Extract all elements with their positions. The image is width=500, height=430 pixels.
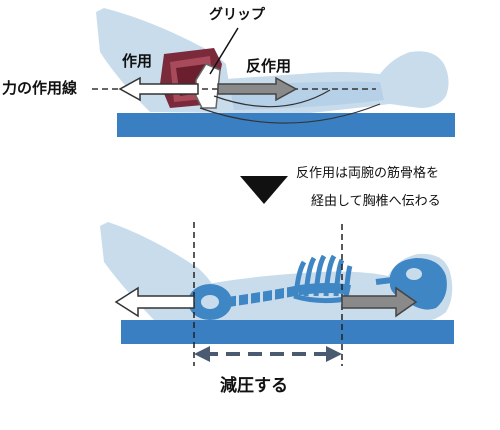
top-scene — [92, 8, 455, 137]
decompress-arrow-right-head — [326, 346, 342, 362]
reaction-label: 反作用 — [246, 57, 292, 75]
reaction-curve-2 — [199, 103, 381, 124]
down-triangle — [240, 176, 288, 204]
grip-pointer — [209, 27, 239, 75]
bottom-scene — [100, 222, 454, 366]
action-arrow — [118, 76, 199, 102]
bottom-action-arrow — [114, 286, 195, 318]
bottom-reaction-arrow — [341, 286, 418, 318]
decompress-label: 減圧する — [220, 376, 288, 396]
reaction-arrow — [217, 76, 298, 102]
transition-note-line2: 経由して胸椎へ伝わる — [311, 194, 441, 209]
reaction-curve-1 — [213, 89, 331, 108]
grip-handle — [195, 63, 221, 109]
grip-label: グリップ — [209, 7, 265, 23]
transition-note-line1: 反作用は両腕の筋骨格を — [296, 166, 440, 181]
force-line-label: 力の作用線 — [2, 79, 78, 97]
decompress-arrow-left-head — [194, 346, 210, 362]
bottom-mat — [121, 320, 454, 344]
top-mat — [117, 113, 455, 137]
action-label: 作用 — [122, 52, 153, 70]
